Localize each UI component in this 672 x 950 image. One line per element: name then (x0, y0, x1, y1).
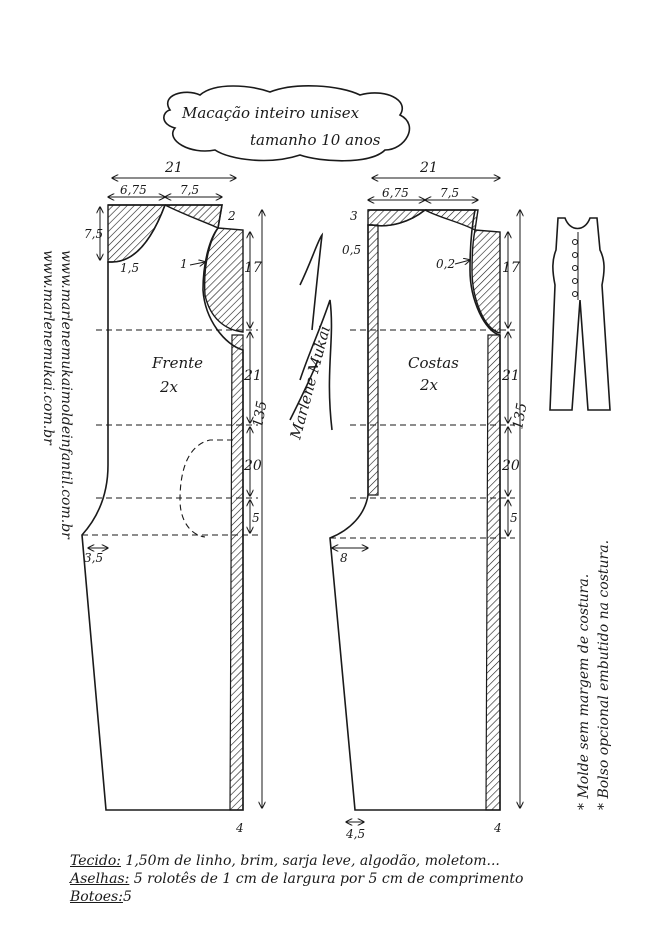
back-piece: 21 6,75 7,5 3 0,5 0,2 17 21 20 5 135 8 4… (329, 160, 531, 841)
buttons-value: 5 (122, 889, 132, 905)
buttons-key: Botoes: (70, 889, 123, 905)
back-dim-len-a: 17 (502, 260, 520, 276)
front-dim-len-c: 20 (243, 458, 262, 474)
materials-notes: Tecido: 1,50m de linho, brim, sarja leve… (70, 852, 660, 906)
loops-key: Aselhas: (70, 871, 130, 887)
front-dim-len-b: 21 (243, 368, 262, 384)
loops-line: Aselhas: 5 rolotês de 1 cm de largura po… (70, 870, 660, 888)
front-dim-top: 21 (164, 160, 183, 176)
fabric-line: Tecido: 1,50m de linho, brim, sarja leve… (70, 852, 660, 870)
title-line1: Macação inteiro unisex (181, 104, 360, 122)
website-line2: www.marlenemukai.com.br (40, 250, 56, 446)
front-dim-len-a: 17 (244, 260, 262, 276)
back-dim-neck: 6,75 (382, 186, 409, 200)
front-armhole-hatch (203, 227, 244, 333)
back-neck-hatch (367, 209, 427, 227)
front-dim-shoulder: 7,5 (180, 183, 199, 197)
front-pocket (179, 439, 233, 538)
back-dim-len-c: 20 (501, 458, 520, 474)
front-dim-armhole: 1 (180, 257, 188, 271)
back-dim-neck-depth: 3 (350, 209, 358, 223)
fabric-key: Tecido: (70, 853, 121, 869)
back-outline (329, 209, 501, 811)
front-dim-total: 135 (250, 400, 270, 429)
title-line2: tamanho 10 anos (250, 131, 381, 149)
loops-value: 5 rolotês de 1 cm de largura por 5 cm de… (129, 871, 524, 887)
front-dim-hem: 4 (235, 821, 244, 835)
front-dim-len-d: 5 (252, 511, 260, 525)
back-label: Costas (408, 354, 459, 372)
jumpsuit-sketch (549, 217, 611, 411)
fabric-value: 1,50m de linho, brim, sarja leve, algodã… (120, 853, 500, 869)
side-note-2: * Bolso opcional embutido na costura. (596, 540, 612, 810)
back-inner-hatch (367, 224, 379, 496)
title-cloud: Macação inteiro unisex tamanho 10 anos (163, 85, 411, 162)
front-count: 2x (159, 378, 179, 396)
side-note-1: * Molde sem margem de costura. (576, 574, 592, 810)
back-dim-len-d: 5 (510, 511, 518, 525)
front-dim-neck-curve: 1,5 (120, 261, 139, 275)
back-count: 2x (419, 376, 439, 394)
back-dim-hem-left: 4,5 (345, 827, 365, 841)
front-dim-crotch: 3,5 (84, 551, 103, 565)
back-dim-top: 21 (419, 160, 438, 176)
front-dim-neck-depth: 7,5 (84, 227, 103, 241)
front-label: Frente (151, 354, 203, 372)
back-dim-len-b: 21 (501, 368, 520, 384)
back-dim-crotch: 8 (340, 551, 348, 565)
front-shoulder-hatch (164, 204, 223, 230)
buttons-line: Botoes:5 (70, 888, 660, 906)
website-text: www.marlenemukaimoldeinfantil.com.br www… (40, 250, 74, 540)
back-dim-armhole: 0,2 (436, 257, 455, 271)
back-dim-shoulder: 7,5 (440, 186, 459, 200)
front-piece: 21 6,75 7,5 2 7,5 1,5 1 17 21 20 5 135 3… (81, 160, 271, 835)
back-armhole-hatch (471, 229, 501, 334)
back-dim-total: 135 (510, 402, 530, 431)
front-dim-shoulder-drop: 2 (227, 209, 236, 223)
back-side-hatch (485, 334, 501, 811)
signature: Marlene Mukai (286, 232, 334, 442)
front-neck-hatch (107, 204, 167, 263)
back-shoulder-hatch (424, 209, 479, 232)
back-dim-neck-curve: 0,5 (342, 243, 361, 257)
website-line1: www.marlenemukaimoldeinfantil.com.br (58, 250, 74, 540)
side-notes: * Molde sem margem de costura. * Bolso o… (576, 540, 612, 810)
front-dim-neck: 6,75 (120, 183, 147, 197)
signature-text: Marlene Mukai (286, 324, 334, 442)
front-side-hatch (229, 334, 244, 811)
back-dim-hem-right: 4 (493, 821, 502, 835)
